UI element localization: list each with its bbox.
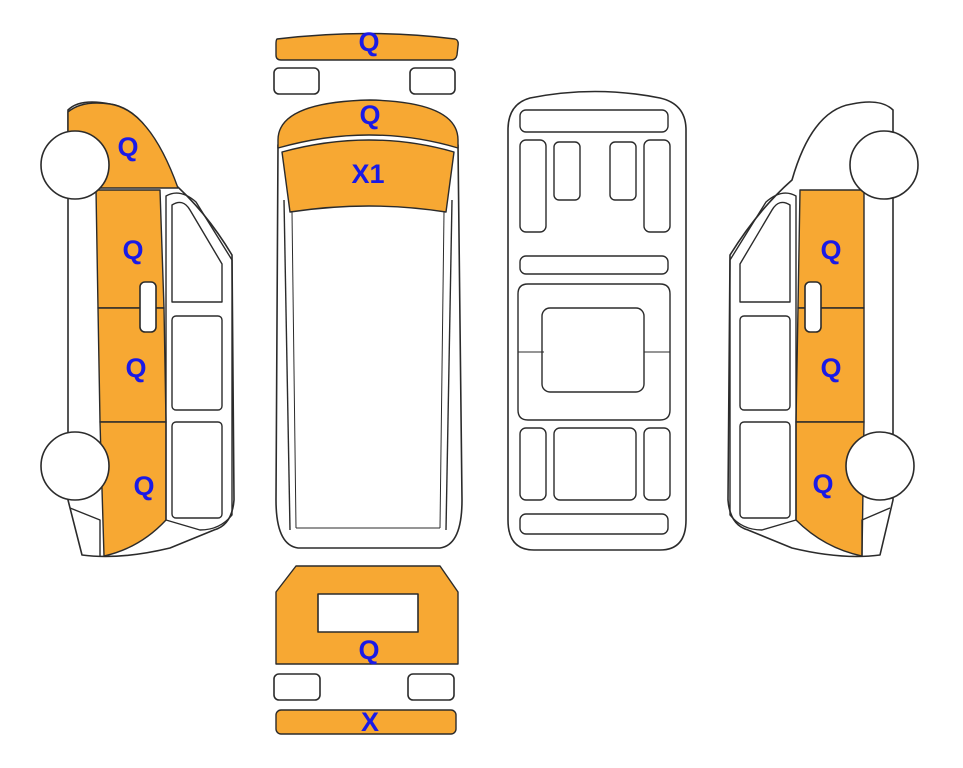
underbody-mid-crossmember xyxy=(519,255,669,275)
rear-bumper-code: X xyxy=(361,707,379,737)
roof-left-rail-inner xyxy=(291,211,297,529)
rear-bumper-panel[interactable] xyxy=(275,709,457,735)
left-window-front xyxy=(171,201,223,303)
left-front-door-code: Q xyxy=(122,235,143,265)
right-side-view: Q Q Q xyxy=(727,101,919,558)
right-bumper-edge xyxy=(861,507,891,556)
top-view: Q X1 xyxy=(275,99,463,549)
left-bumper-edge xyxy=(69,507,101,556)
right-front-wheel xyxy=(849,130,919,200)
right-window-rear xyxy=(739,421,791,519)
right-rear-wheel xyxy=(845,431,915,501)
underbody-front-right-well xyxy=(643,139,671,233)
underbody-front-left-well xyxy=(519,139,547,233)
underbody-front-crossmember xyxy=(519,109,669,133)
rear-door-code: Q xyxy=(358,635,379,665)
underbody-view xyxy=(507,90,687,551)
front-left-headlight xyxy=(273,67,320,95)
left-front-wheel xyxy=(40,130,110,200)
roof-right-rail xyxy=(445,199,453,531)
left-rear-quarter-code: Q xyxy=(133,471,154,501)
front-bumper-group: Q xyxy=(273,27,459,95)
left-door-handle xyxy=(139,281,157,333)
hood-code: Q xyxy=(359,100,380,130)
roof-left-rail xyxy=(283,199,291,531)
left-window-mid xyxy=(171,315,223,411)
underbody-center-frame xyxy=(517,283,671,421)
underbody-front-right-inner xyxy=(609,141,637,201)
underbody-outline xyxy=(507,90,687,551)
right-window-front xyxy=(739,201,791,303)
windshield-panel[interactable] xyxy=(281,139,455,213)
right-door-handle xyxy=(804,281,822,333)
underbody-rear-left-well xyxy=(519,427,547,501)
left-window-rear xyxy=(171,421,223,519)
right-window-frame xyxy=(729,192,797,531)
underbody-rear-crossmember xyxy=(519,513,669,535)
front-bumper-code: Q xyxy=(358,27,379,57)
front-right-headlight xyxy=(409,67,456,95)
left-sliding-door-code: Q xyxy=(125,353,146,383)
underbody-front-left-inner xyxy=(553,141,581,201)
front-bumper-panel[interactable] xyxy=(275,32,459,61)
right-front-door-code: Q xyxy=(820,235,841,265)
left-front-fender-code: Q xyxy=(117,132,138,162)
underbody-fuel-tank xyxy=(541,307,645,393)
rear-window xyxy=(317,593,419,633)
roof-right-rail-inner xyxy=(439,211,445,529)
underbody-rear-right-well xyxy=(643,427,671,501)
right-sliding-door-code: Q xyxy=(820,353,841,383)
left-side-view: Q Q Q Q xyxy=(40,101,235,558)
rear-right-taillight xyxy=(407,673,455,701)
rear-view: Q X xyxy=(273,565,459,737)
left-rear-wheel xyxy=(40,431,110,501)
rear-left-taillight xyxy=(273,673,321,701)
right-rear-quarter-code: Q xyxy=(812,469,833,499)
hood-panel[interactable] xyxy=(277,99,459,149)
windshield-code: X1 xyxy=(351,159,384,189)
right-window-mid xyxy=(739,315,791,411)
left-window-frame xyxy=(165,192,233,531)
underbody-rear-center xyxy=(553,427,637,501)
